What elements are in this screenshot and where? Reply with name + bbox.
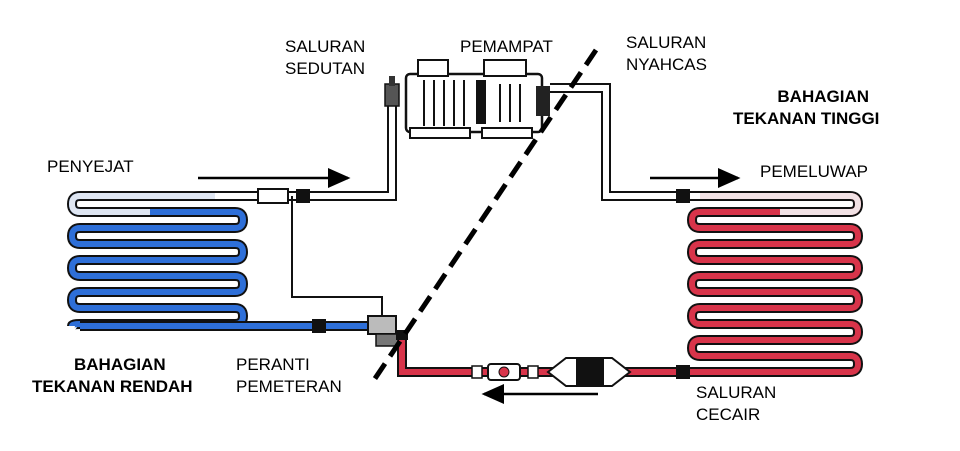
condenser-coil — [687, 191, 863, 377]
filter-drier — [546, 357, 632, 387]
liquid-line — [397, 338, 690, 379]
evaporator-inlet-line — [80, 319, 370, 333]
compressor-label: PEMAMPAT — [460, 37, 553, 56]
metering-device — [367, 315, 408, 347]
suction-line — [215, 95, 397, 318]
suction-valve — [384, 76, 400, 107]
condenser-label: PEMELUWAP — [760, 162, 869, 181]
discharge-line — [550, 83, 700, 203]
suction-line-label: SALURAN SEDUTAN — [285, 37, 366, 78]
high-pressure-side-label: BAHAGIAN TEKANAN TINGGI — [733, 87, 880, 128]
discharge-line-label: SALURAN NYAHCAS — [626, 33, 707, 74]
evaporator-label: PENYEJAT — [47, 157, 134, 176]
liquid-line-label: SALURAN CECAIR — [696, 383, 777, 424]
sight-glass — [487, 363, 521, 381]
pressure-divider-line — [371, 48, 599, 382]
compressor — [404, 59, 550, 139]
low-pressure-side-label: BAHAGIAN TEKANAN RENDAH — [32, 355, 193, 396]
evaporator-coil — [67, 191, 248, 330]
metering-device-label: PERANTI PEMETERAN — [236, 355, 342, 396]
